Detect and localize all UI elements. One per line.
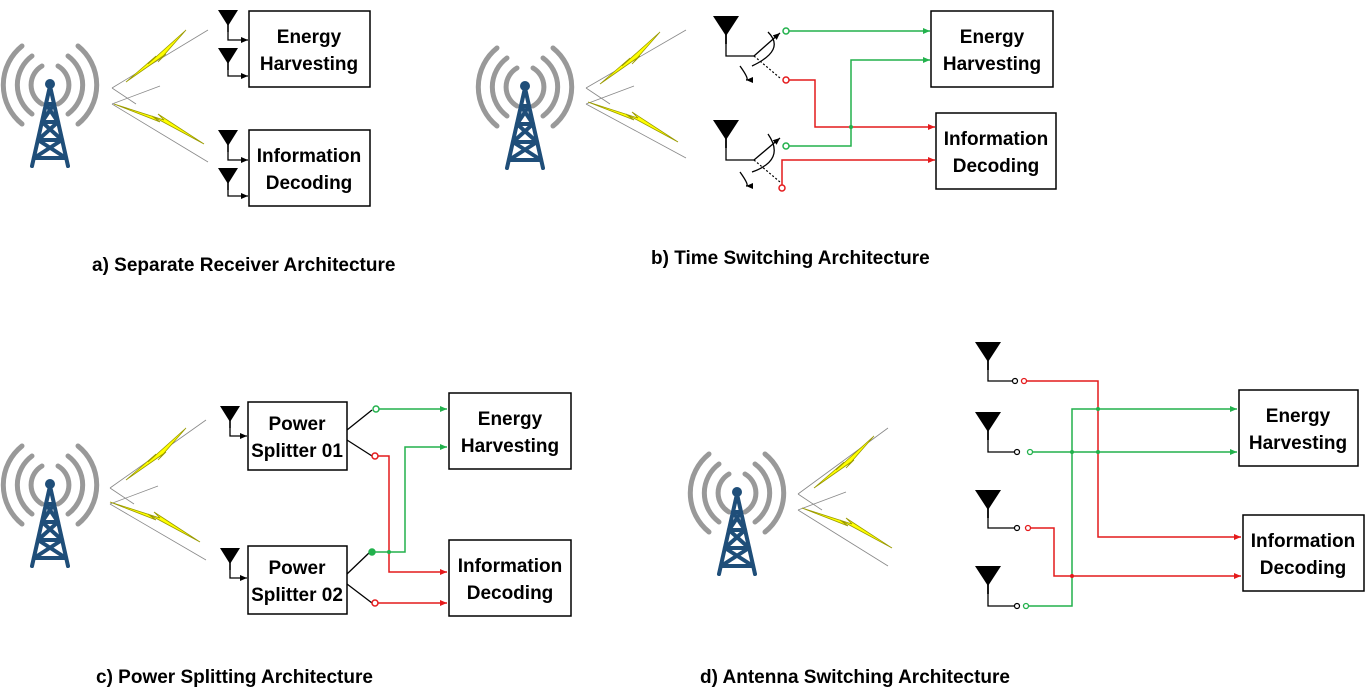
- caption-a: a) Separate Receiver Architecture: [92, 255, 395, 276]
- info-path: [1027, 380, 1241, 540]
- info-path: [781, 157, 935, 185]
- energy-box-line-2: Harvesting: [260, 54, 358, 75]
- signal-lines: [585, 29, 687, 159]
- lightning-bolt-icon: [113, 103, 205, 145]
- switch-icon: [753, 137, 781, 161]
- info-box-line-1: Information: [257, 146, 362, 167]
- information-decoding-box: [1242, 514, 1365, 592]
- energy-box-line-1: Energy: [478, 409, 543, 430]
- splitter2-line-2: Splitter 02: [251, 585, 343, 606]
- panel-c: Power Splitter 01 Power Splitter 02 Ener…: [3, 392, 572, 688]
- energy-box-line-1: Energy: [960, 27, 1025, 48]
- antenna-icon: [974, 411, 1002, 441]
- info-box-line-2: Decoding: [953, 156, 1040, 177]
- energy-box-line-2: Harvesting: [1249, 433, 1347, 454]
- info-path: [1031, 527, 1241, 579]
- information-decoding-box: [248, 129, 371, 207]
- lightning-bolt-icon: [125, 29, 187, 83]
- energy-path: [1029, 406, 1237, 607]
- transmission-tower-icon: [3, 446, 96, 566]
- information-decoding-box: [448, 539, 572, 617]
- antenna-icon: [974, 341, 1002, 371]
- info-box-line-1: Information: [1251, 531, 1356, 552]
- lightning-bolt-icon: [587, 101, 679, 143]
- antenna-icon: [217, 9, 239, 33]
- lightning-bolt-icon: [125, 427, 187, 481]
- energy-harvesting-box: [1238, 389, 1359, 467]
- info-path: [789, 79, 935, 130]
- panel-a: Energy Harvesting Information Decoding a…: [3, 9, 395, 276]
- caption-d: d) Antenna Switching Architecture: [700, 667, 1010, 688]
- energy-box-line-2: Harvesting: [943, 54, 1041, 75]
- signal-lines: [109, 419, 207, 561]
- signal-lines: [797, 427, 889, 567]
- energy-harvesting-box: [248, 10, 371, 88]
- energy-box-line-2: Harvesting: [461, 436, 559, 457]
- energy-harvesting-box: [448, 392, 572, 470]
- lightning-bolt-icon: [813, 435, 875, 489]
- antenna-icon: [217, 47, 239, 71]
- transmission-tower-icon: [3, 46, 96, 166]
- panel-d: Energy Harvesting Information Decoding d…: [690, 341, 1365, 688]
- splitter2-line-1: Power: [268, 558, 326, 579]
- info-box-line-1: Information: [458, 556, 563, 577]
- energy-path: [375, 444, 447, 553]
- info-path: [378, 455, 447, 575]
- antenna-icon: [974, 489, 1002, 519]
- splitter1-line-2: Splitter 01: [251, 441, 343, 462]
- antenna-icon: [974, 565, 1002, 595]
- info-box-line-1: Information: [944, 129, 1049, 150]
- energy-path: [789, 57, 930, 147]
- transmission-tower-icon: [478, 48, 571, 168]
- signal-lines: [111, 29, 209, 163]
- info-box-line-2: Decoding: [467, 583, 554, 604]
- splitter1-line-1: Power: [268, 414, 326, 435]
- lightning-bolt-icon: [599, 31, 661, 85]
- energy-harvesting-box: [930, 10, 1054, 88]
- info-box-line-2: Decoding: [1260, 558, 1347, 579]
- lightning-bolt-icon: [801, 507, 893, 549]
- caption-b: b) Time Switching Architecture: [651, 248, 930, 269]
- switch-icon: [753, 32, 781, 57]
- antenna-icon: [712, 119, 740, 149]
- lightning-bolt-icon: [109, 501, 201, 543]
- caption-c: c) Power Splitting Architecture: [96, 667, 373, 688]
- energy-box-line-1: Energy: [277, 27, 342, 48]
- antenna-icon: [217, 167, 239, 191]
- power-splitter-01: [247, 401, 348, 471]
- antenna-icon: [712, 15, 740, 45]
- info-box-line-2: Decoding: [266, 173, 353, 194]
- antenna-icon: [219, 405, 241, 429]
- antenna-icon: [219, 547, 241, 571]
- transmission-tower-icon: [690, 454, 783, 574]
- energy-box-line-1: Energy: [1266, 406, 1331, 427]
- power-splitter-02: [247, 545, 348, 615]
- antenna-icon: [217, 129, 239, 153]
- panel-b: Energy Harvesting Information Decoding b…: [478, 10, 1057, 269]
- information-decoding-box: [935, 112, 1057, 190]
